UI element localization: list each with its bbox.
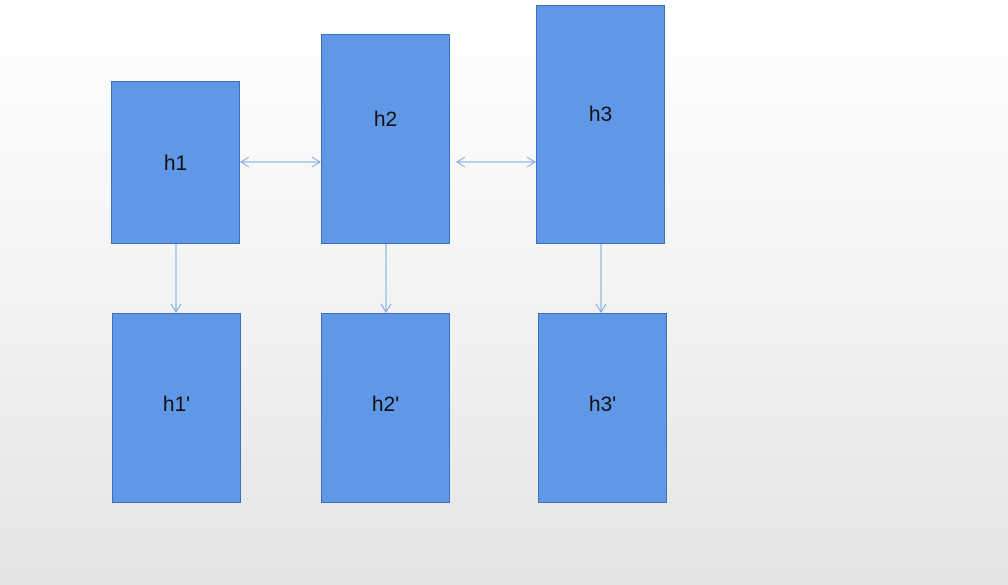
- node-h3[interactable]: h3: [536, 5, 665, 244]
- node-h3-prime[interactable]: h3': [538, 313, 667, 503]
- node-h2-prime[interactable]: h2': [321, 313, 450, 503]
- node-h1-prime-label: h1': [162, 393, 191, 416]
- edge-h2-h3-arrowhead-right: [526, 156, 536, 168]
- edge-h3-h3p-arrowhead: [595, 303, 607, 313]
- edge-h3-h3p: [595, 244, 607, 313]
- edge-h1-h2: [240, 156, 321, 168]
- edge-h1-h1p: [170, 244, 182, 313]
- node-h3-label: h3: [588, 102, 613, 126]
- edge-h2-h3: [456, 156, 536, 168]
- node-h1-prime[interactable]: h1': [112, 313, 241, 503]
- node-h1[interactable]: h1: [111, 81, 240, 244]
- node-h2-label: h2: [373, 108, 398, 131]
- edge-h2-h3-arrowhead-left: [456, 156, 466, 168]
- edge-h1-h2-arrowhead-right: [311, 156, 321, 168]
- edge-h2-h2p: [380, 244, 392, 313]
- node-h3-prime-label: h3': [588, 393, 617, 416]
- edge-h1-h1p-arrowhead: [170, 303, 182, 313]
- node-h2[interactable]: h2: [321, 34, 450, 244]
- edge-h2-h2p-arrowhead: [380, 303, 392, 313]
- edge-h1-h2-arrowhead-left: [240, 156, 250, 168]
- node-h2-prime-label: h2': [371, 393, 400, 416]
- node-h1-label: h1: [163, 151, 188, 175]
